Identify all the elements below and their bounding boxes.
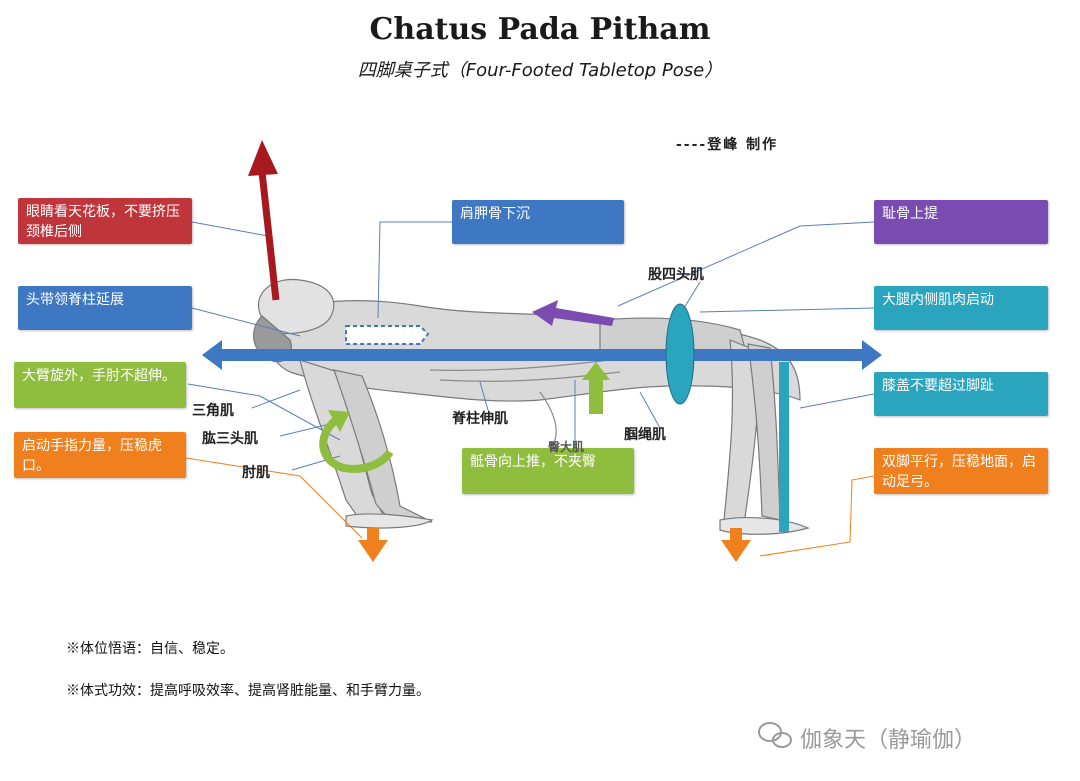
label-elbow-muscle: 肘肌 bbox=[242, 465, 270, 481]
callout-scapula: 肩胛骨下沉 bbox=[452, 200, 624, 244]
callout-knee: 膝盖不要超过脚趾 bbox=[874, 372, 1048, 416]
callout-fingers: 启动手指力量，压稳虎口。 bbox=[14, 432, 186, 478]
label-quadriceps: 股四头肌 bbox=[648, 267, 704, 283]
red-up-arrow bbox=[248, 140, 280, 301]
label-erector-spinae: 脊柱伸肌 bbox=[452, 411, 508, 427]
credit-text: ----登峰 制作 bbox=[676, 137, 779, 153]
knee-vertical-bar bbox=[779, 362, 789, 532]
callout-pubis: 耻骨上提 bbox=[874, 200, 1048, 244]
label-deltoid: 三角肌 bbox=[192, 403, 234, 419]
watermark-text: 伽象天（静瑜伽） bbox=[800, 728, 977, 753]
callout-thigh: 大腿内侧肌肉启动 bbox=[874, 286, 1048, 330]
purple-arrow bbox=[532, 300, 614, 326]
orange-down-arrow-foot bbox=[721, 528, 751, 562]
callout-eyes: 眼睛看天花板，不要挤压颈椎后侧 bbox=[18, 198, 192, 244]
orange-leaders bbox=[185, 457, 875, 557]
callout-feet: 双脚平行，压稳地面，启动足弓。 bbox=[874, 448, 1048, 494]
orange-down-arrow-hand bbox=[358, 528, 388, 562]
green-rotation-arrow bbox=[319, 410, 394, 473]
note-benefit: ※体式功效：提高呼吸效率、提高肾脏能量、和手臂力量。 bbox=[66, 683, 430, 699]
label-gluteus: 臀大肌 bbox=[548, 440, 585, 454]
green-up-arrow bbox=[582, 362, 610, 414]
callout-arm: 大臂旋外，手肘不超伸。 bbox=[14, 362, 186, 408]
diagram-subtitle: 四脚桌子式（Four-Footed Tabletop Pose） bbox=[357, 60, 723, 81]
label-triceps: 肱三头肌 bbox=[202, 431, 258, 447]
callout-head: 头带领脊柱延展 bbox=[18, 286, 192, 330]
horizontal-axis-arrow bbox=[202, 340, 882, 370]
scapula-box bbox=[345, 325, 430, 345]
diagram-title: Chatus Pada Pitham bbox=[369, 12, 711, 47]
thigh-ellipse bbox=[665, 303, 695, 405]
note-verse: ※体位悟语：自信、稳定。 bbox=[66, 641, 234, 657]
wechat-icon bbox=[758, 722, 792, 748]
callout-sacrum: 骶骨向上推，不夹臀 bbox=[462, 448, 634, 494]
label-hamstring: 腘绳肌 bbox=[624, 427, 666, 443]
body-figure bbox=[253, 278, 810, 535]
